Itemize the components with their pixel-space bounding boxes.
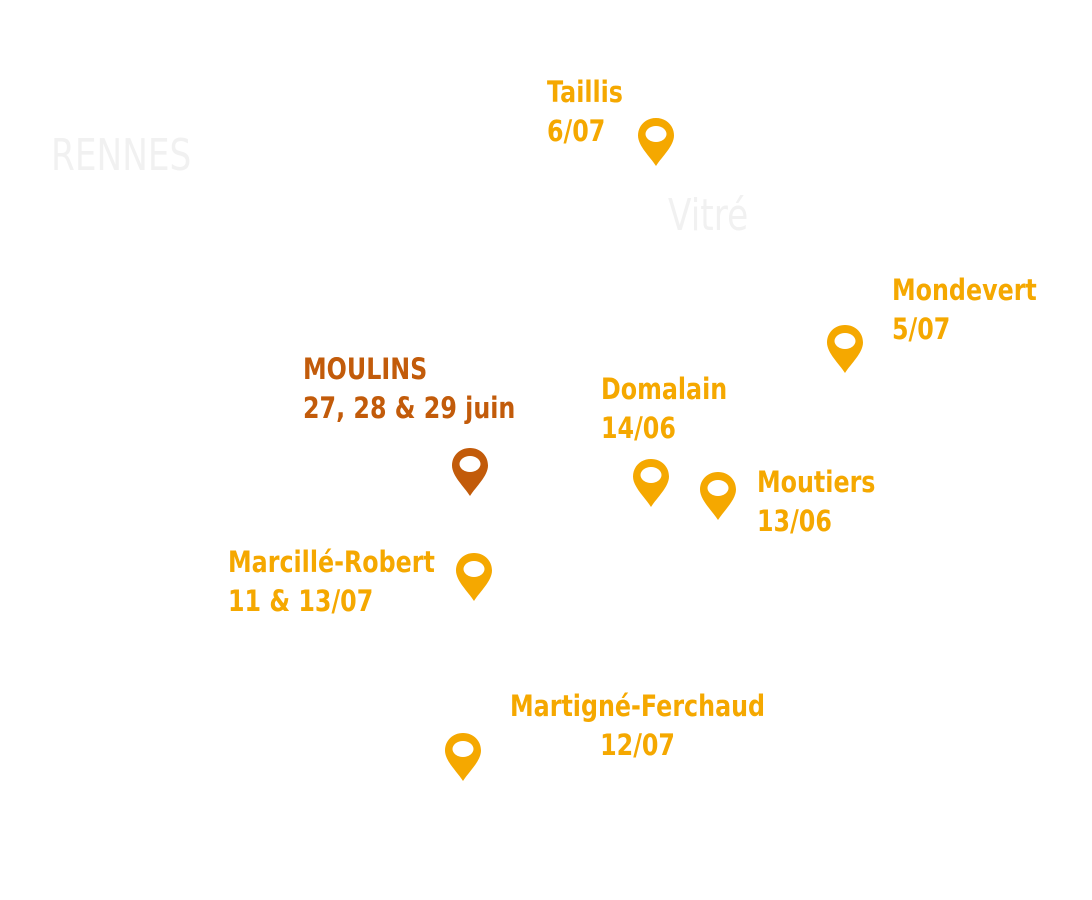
- location-date: 12/07: [600, 728, 675, 762]
- location-name: Domalain: [601, 372, 728, 406]
- location-name: Marcillé-Robert: [228, 545, 435, 579]
- location-date: 14/06: [601, 411, 676, 445]
- location-date: 6/07: [547, 114, 606, 148]
- city-label-vitre: Vitré: [668, 190, 749, 241]
- map-pin-icon: [452, 448, 488, 496]
- pin-hole: [463, 561, 485, 577]
- pin-hole: [452, 741, 474, 757]
- location-label-mondevert: Mondevert 5/07: [892, 271, 1037, 349]
- location-label-moutiers: Moutiers 13/06: [757, 463, 875, 541]
- map-pin-icon[interactable]: [450, 446, 490, 498]
- pin-hole: [459, 456, 481, 472]
- location-name: Moutiers: [757, 465, 876, 499]
- location-date: 27, 28 & 29 juin: [303, 391, 516, 425]
- location-name: Mondevert: [892, 273, 1037, 307]
- location-date: 5/07: [892, 312, 951, 346]
- location-label-taillis: Taillis 6/07: [547, 73, 623, 151]
- map-pin-icon: [633, 459, 669, 507]
- location-label-domalain: Domalain 14/06: [601, 370, 727, 448]
- pin-hole: [640, 467, 662, 483]
- location-name: MOULINS: [303, 352, 428, 386]
- map-pin-icon: [456, 553, 492, 601]
- location-name: Martigné-Ferchaud: [510, 689, 766, 723]
- location-label-moulins: MOULINS 27, 28 & 29 juin: [303, 350, 515, 428]
- location-label-marcille-robert: Marcillé-Robert 11 & 13/07: [228, 543, 435, 621]
- pin-hole: [707, 480, 729, 496]
- map-pin-icon: [700, 472, 736, 520]
- map-pin-icon[interactable]: [631, 457, 671, 509]
- map-pin-icon[interactable]: [698, 470, 738, 522]
- map-pin-icon[interactable]: [454, 551, 494, 603]
- map-pin-icon[interactable]: [443, 731, 483, 783]
- pin-hole: [834, 333, 856, 349]
- map-pin-icon: [827, 325, 863, 373]
- map-pin-icon: [638, 118, 674, 166]
- location-date: 11 & 13/07: [228, 584, 374, 618]
- city-label-rennes: RENNES: [51, 130, 192, 181]
- map-pin-icon[interactable]: [636, 116, 676, 168]
- map-pin-icon: [445, 733, 481, 781]
- location-date: 13/06: [757, 504, 832, 538]
- location-name: Taillis: [547, 75, 623, 109]
- location-label-martigne-ferchaud: Martigné-Ferchaud 12/07: [510, 687, 765, 765]
- map-pin-icon[interactable]: [825, 323, 865, 375]
- pin-hole: [645, 126, 667, 142]
